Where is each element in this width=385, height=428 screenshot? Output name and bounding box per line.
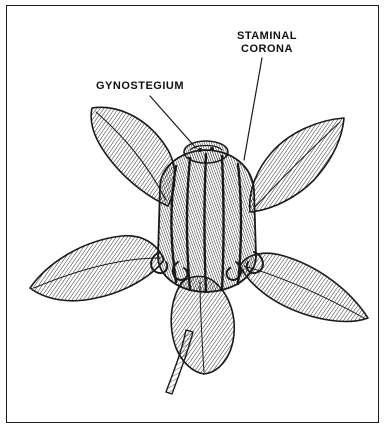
- petal-upper-right: [250, 118, 344, 212]
- staminal-corona-label-line1: STAMINAL: [212, 30, 322, 43]
- gynostegium: [184, 141, 228, 163]
- gynostegium-label: GYNOSTEGIUM: [96, 80, 184, 93]
- petal-lower-right: [240, 253, 368, 321]
- petal-lower-left: [30, 236, 164, 301]
- staminal-corona-body: [151, 150, 263, 292]
- staminal-corona-label-line2: CORONA: [212, 43, 322, 56]
- staminal-corona-label: STAMINAL CORONA: [212, 30, 322, 56]
